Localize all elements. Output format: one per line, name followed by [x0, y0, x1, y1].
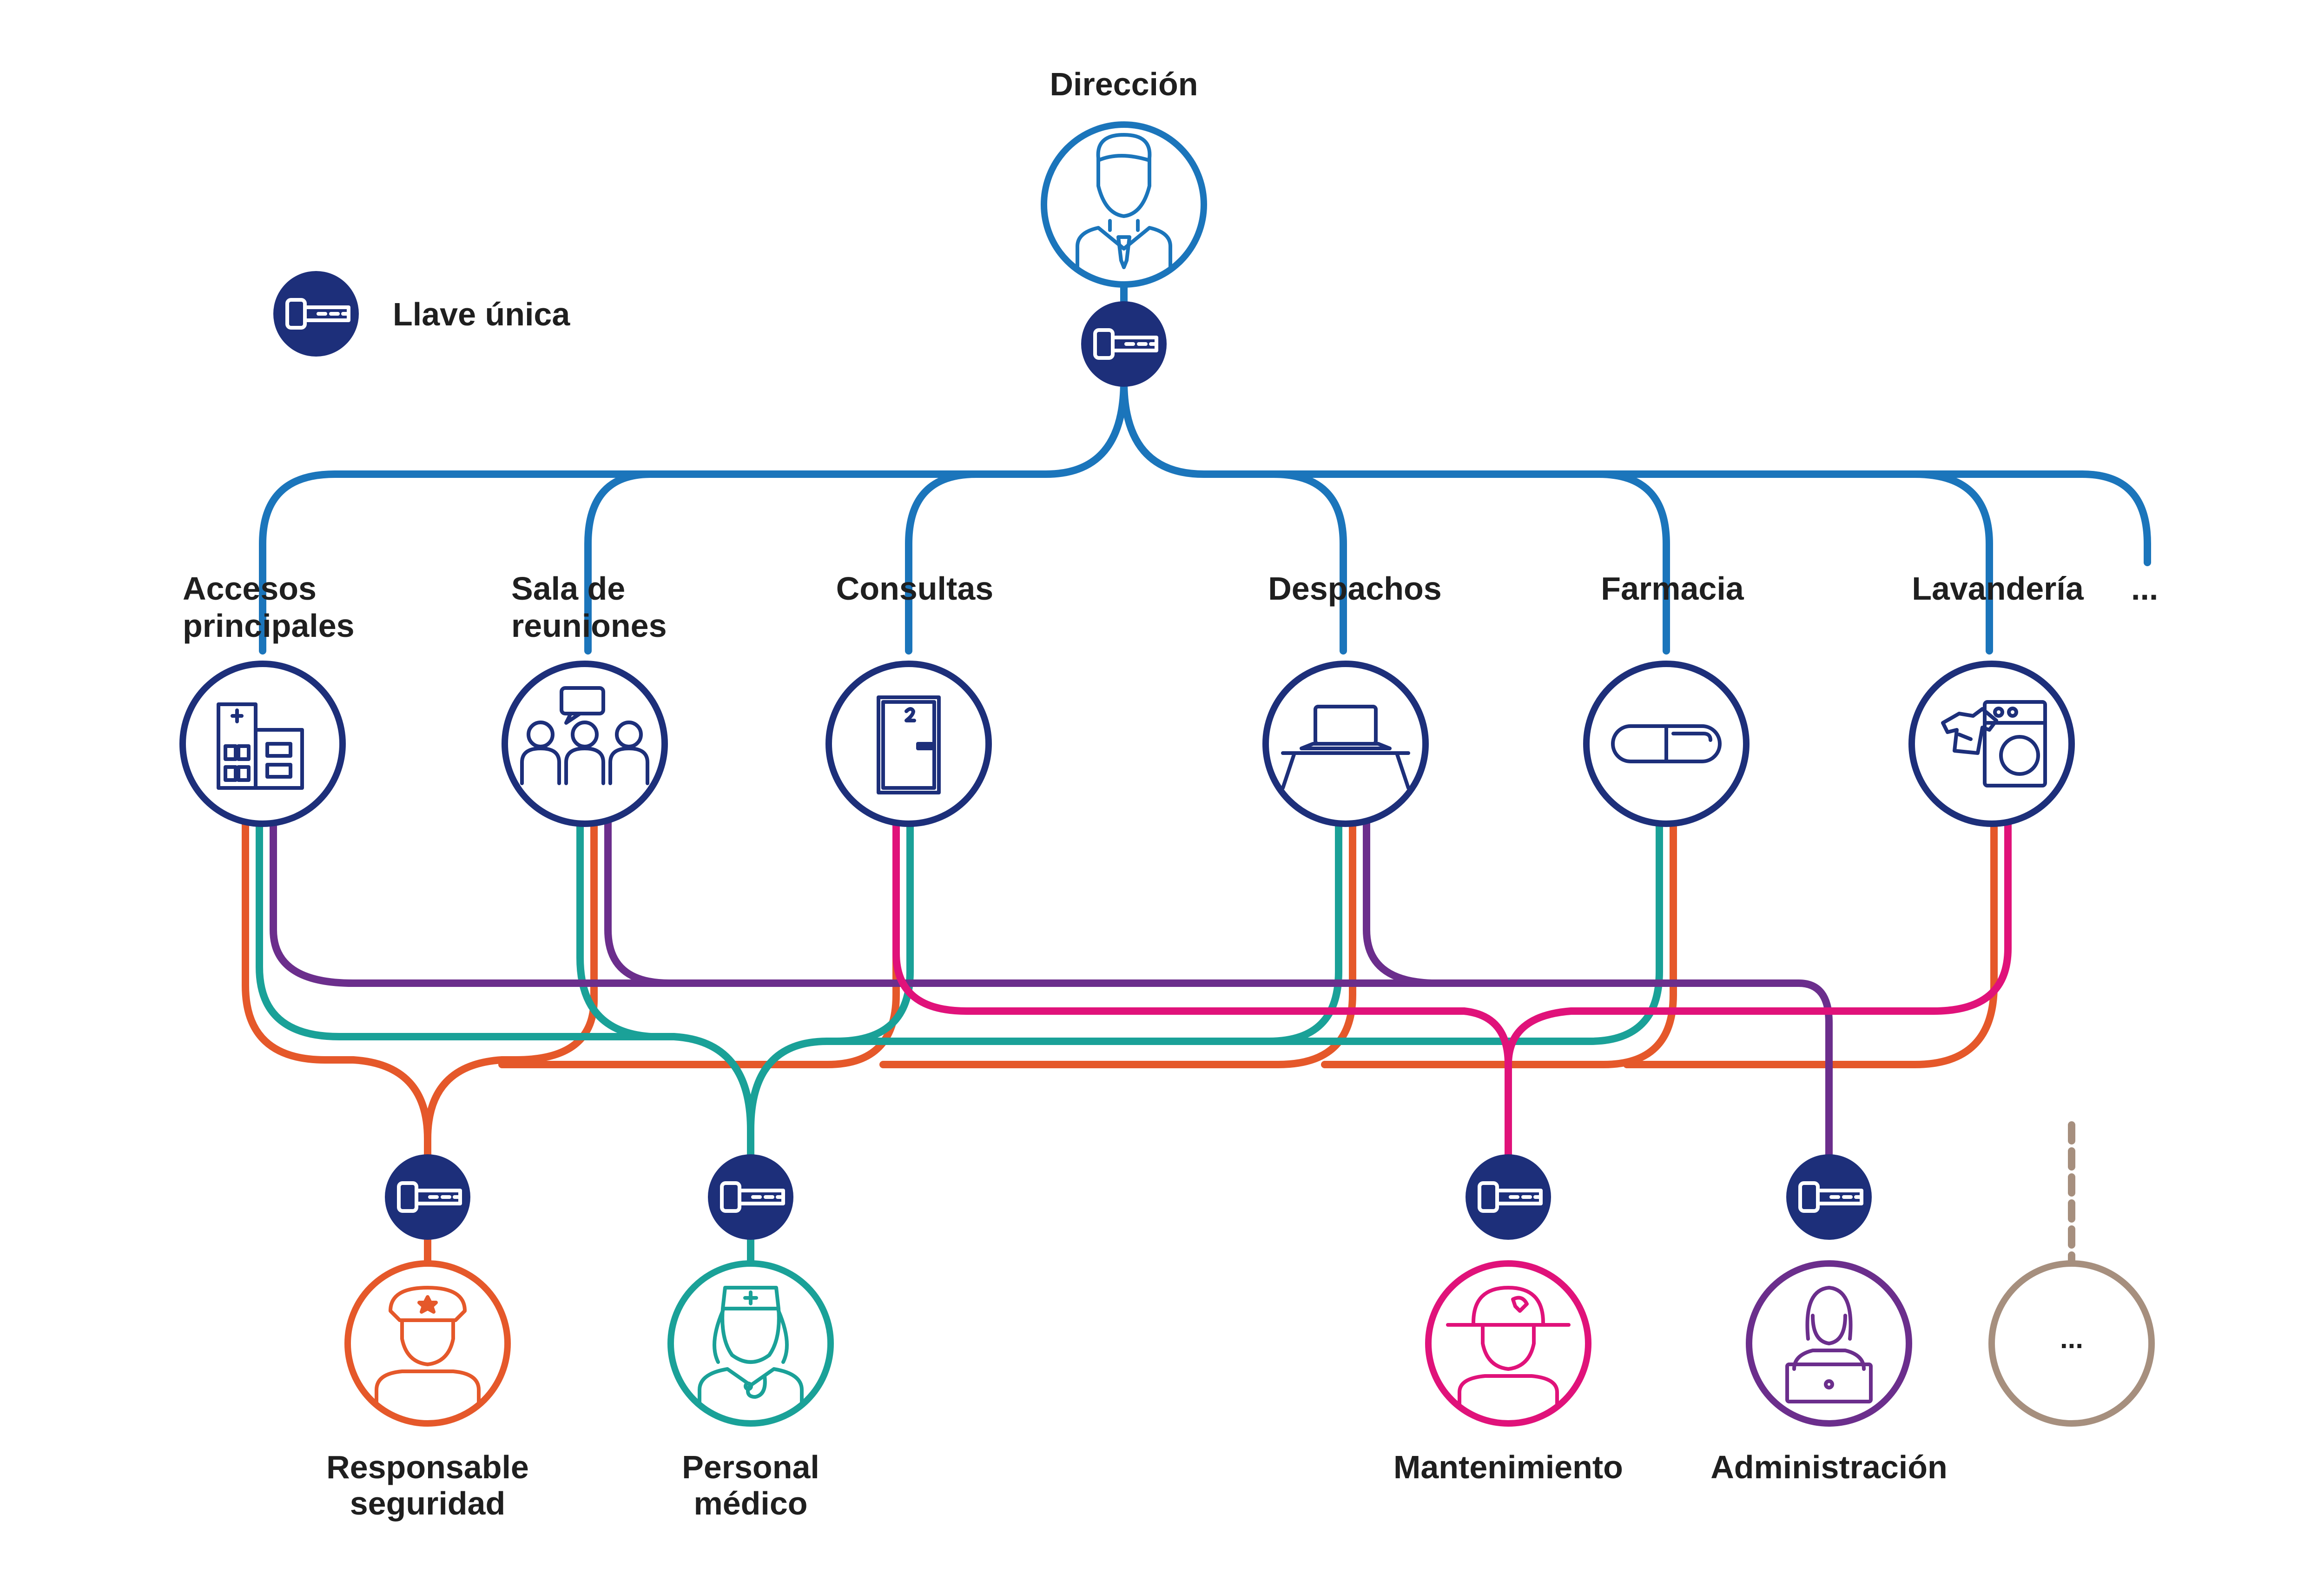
- admin-access-lines: [270, 814, 1833, 1166]
- role-node-maintenance: [1425, 1260, 1591, 1427]
- role-node-medical: [667, 1260, 834, 1427]
- role-node-more: ...: [1988, 1260, 2155, 1427]
- key-icon: [1798, 1181, 1863, 1213]
- hospital-building-icon: [217, 702, 304, 790]
- role-label-medical-2: médico: [693, 1485, 807, 1521]
- area-label-more: ...: [2131, 570, 2158, 607]
- role-key-maintenance: [1466, 1154, 1551, 1240]
- area-label-lavanderia: Lavandería: [1912, 570, 2084, 607]
- maintenance-access-lines: [892, 814, 2012, 1166]
- key-icon: [285, 298, 350, 330]
- area-label-sala: Sala de: [511, 570, 625, 607]
- direction-node: Dirección: [1041, 66, 1207, 288]
- role-label-security: Responsable: [326, 1449, 529, 1485]
- area-node-lavanderia: [1908, 661, 2075, 827]
- role-label-security-2: seguridad: [350, 1485, 506, 1521]
- area-labels: Accesos principales Sala de reuniones Co…: [183, 570, 2158, 644]
- area-label-sala-2: reuniones: [511, 608, 667, 644]
- area-node-despachos: [1262, 661, 1429, 827]
- pill-capsule-icon: [1611, 724, 1722, 763]
- security-guard-icon: [375, 1286, 481, 1406]
- role-labels: Responsable seguridad Personal médico Ma…: [326, 1449, 1948, 1521]
- role-key-security: [385, 1154, 470, 1240]
- nurse-icon: [698, 1286, 804, 1406]
- laptop-desk-icon: [1281, 705, 1410, 790]
- role-label-medical: Personal: [682, 1449, 819, 1485]
- role-key-admin: [1786, 1154, 1872, 1240]
- role-label-admin: Administración: [1710, 1449, 1948, 1485]
- direction-key-badge: [1081, 301, 1167, 387]
- key-icon: [1478, 1181, 1543, 1213]
- legend-key-badge: [273, 271, 359, 357]
- key-icon: [397, 1181, 462, 1213]
- area-node-farmacia: [1583, 661, 1750, 827]
- direction-label: Dirección: [1050, 66, 1198, 102]
- area-label-consultas: Consultas: [836, 570, 993, 607]
- area-node-sala: [502, 661, 668, 827]
- key-icon: [720, 1181, 785, 1213]
- security-access-lines: [242, 814, 1998, 1268]
- legend-label: Llave única: [393, 296, 570, 332]
- role-more-text: ...: [2060, 1323, 2083, 1354]
- businessman-icon: [1076, 133, 1172, 271]
- role-node-security: [344, 1260, 511, 1427]
- area-label-accesos: Accesos: [183, 570, 317, 607]
- area-label-despachos: Despachos: [1268, 570, 1441, 607]
- door-icon: [877, 695, 941, 794]
- direction-access-lines: [259, 215, 2151, 655]
- role-key-medical: [708, 1154, 793, 1240]
- meeting-people-icon: [520, 686, 649, 785]
- area-label-accesos-2: principales: [183, 608, 355, 644]
- maintenance-worker-icon: [1446, 1286, 1571, 1406]
- key-icon: [1093, 328, 1158, 360]
- legend: Llave única: [273, 271, 570, 357]
- washing-machine-icon: [1941, 700, 2047, 787]
- area-node-consultas: [825, 661, 992, 827]
- role-label-maintenance: Mantenimiento: [1393, 1449, 1623, 1485]
- area-label-farmacia: Farmacia: [1601, 570, 1744, 607]
- area-node-accesos: [179, 661, 346, 827]
- office-worker-icon: [1785, 1286, 1873, 1403]
- role-node-admin: [1746, 1260, 1912, 1427]
